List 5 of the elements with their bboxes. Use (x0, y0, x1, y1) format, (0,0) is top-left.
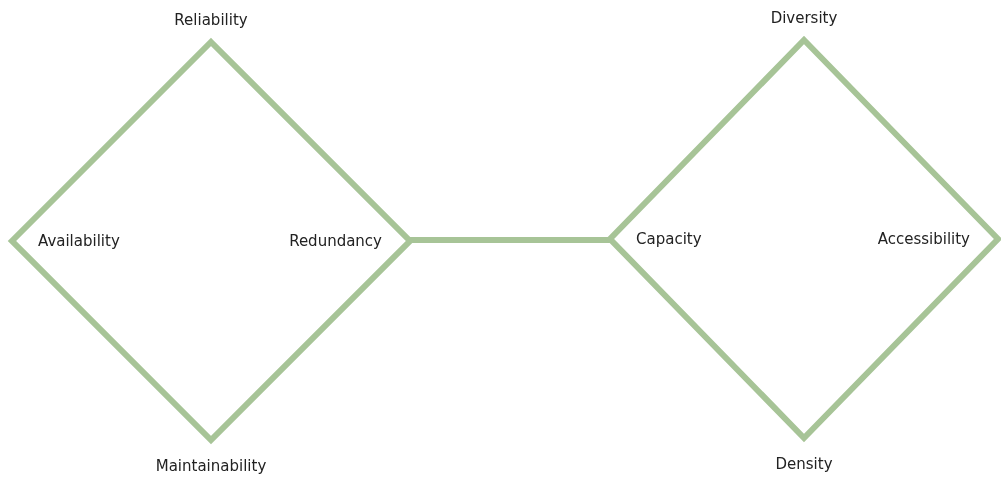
node-label: Diversity (770, 9, 838, 27)
node-label: Density (775, 455, 833, 473)
node-label: Reliability (174, 11, 248, 29)
node-label: Maintainability (155, 457, 267, 475)
connector-line (410, 237, 610, 243)
